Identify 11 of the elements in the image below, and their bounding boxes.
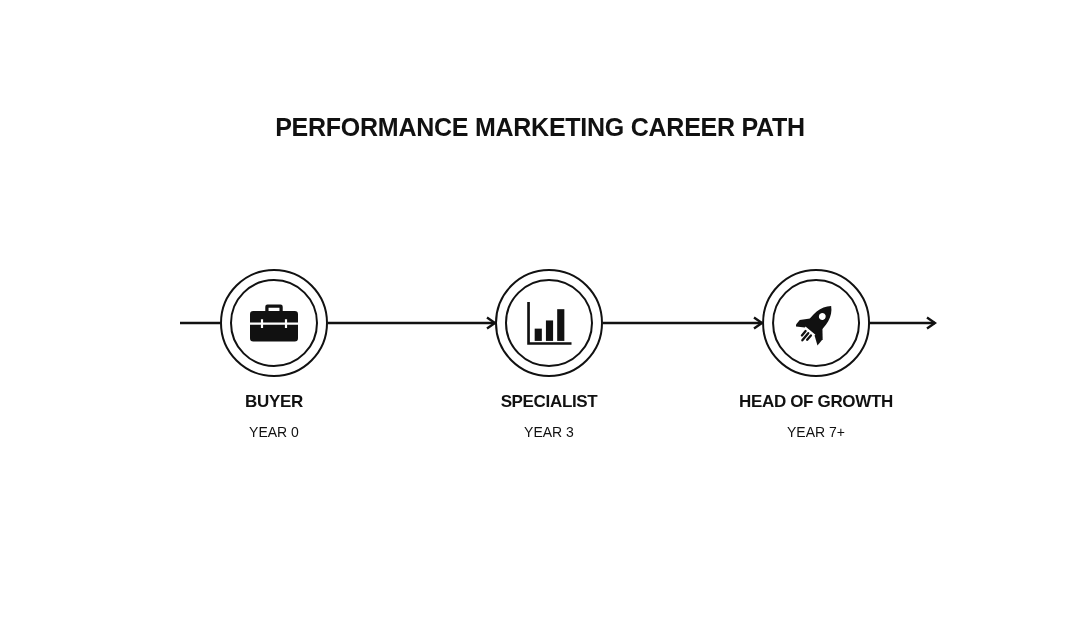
arrow [870,316,937,330]
stage-title: BUYER [245,391,303,413]
stage-title: HEAD OF GROWTH [739,391,893,413]
stage-duration: YEAR 0 [249,423,299,441]
stage-duration: YEAR 7+ [787,423,845,441]
arrow [328,316,497,330]
arrow [603,316,764,330]
connector-line [180,321,220,325]
diagram-title: PERFORMANCE MARKETING CAREER PATH [275,112,805,143]
stage-title: SPECIALIST [500,391,598,413]
stage-duration: YEAR 3 [524,423,574,441]
